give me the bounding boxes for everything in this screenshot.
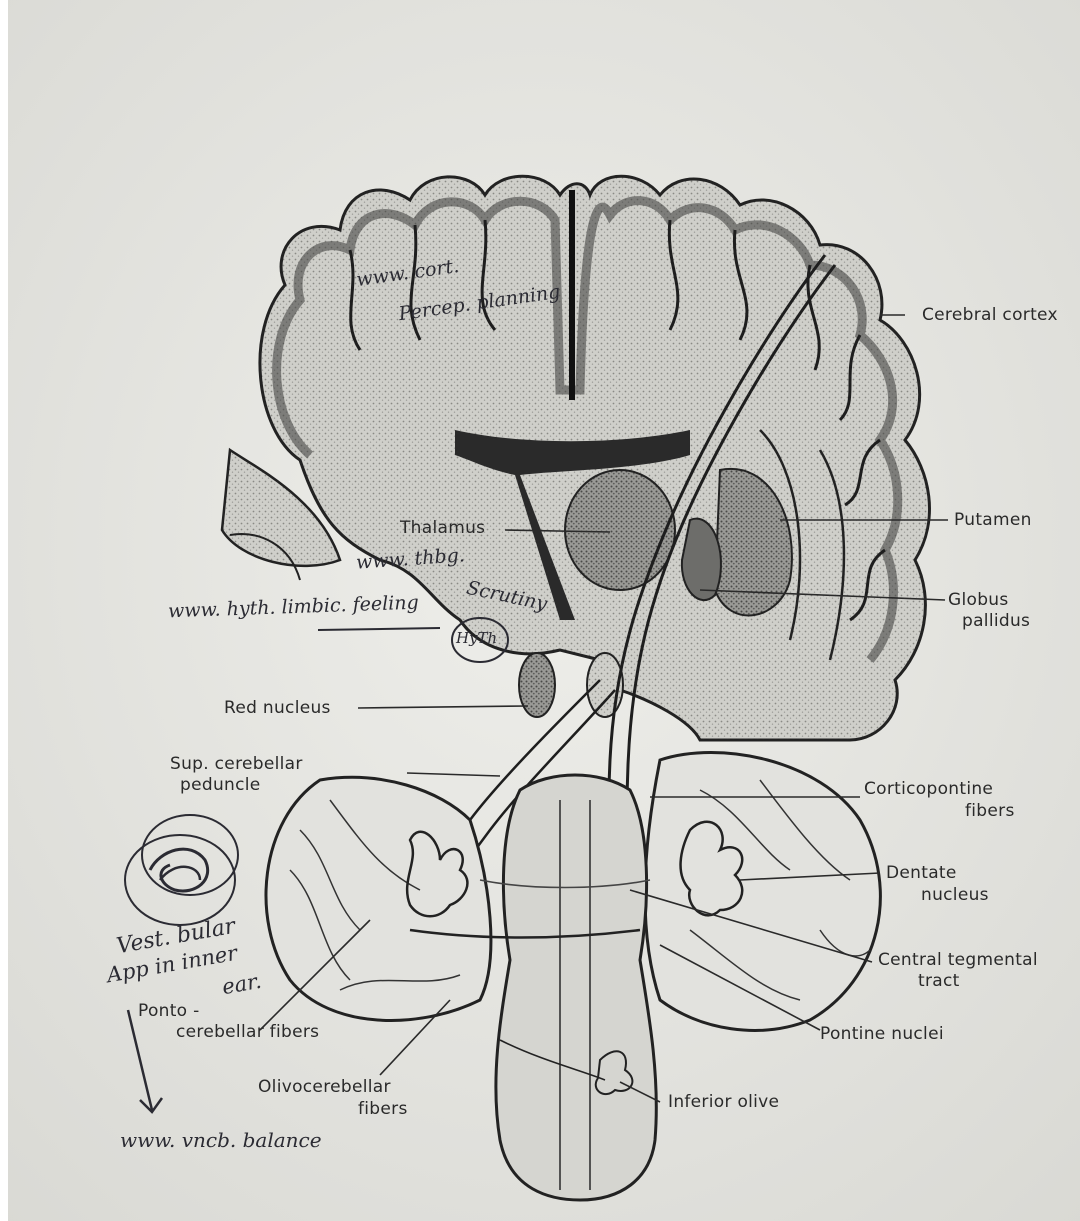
label-dentate-2: nucleus [921,885,989,906]
red-nucleus-left [519,653,555,717]
label-pontocerebellar-1: Ponto - [138,1001,200,1022]
label-sup-cerebellar-2: peduncle [180,775,261,796]
label-sup-cerebellar-1: Sup. cerebellar [170,754,303,775]
handwritten-balance-note: www. vncb. balance [120,1128,322,1152]
label-putamen: Putamen [954,510,1032,531]
label-pontocerebellar-2: cerebellar fibers [176,1022,319,1043]
label-globus-pallidus-2: pallidus [962,611,1030,632]
label-olivocerebellar-1: Olivocerebellar [258,1077,391,1098]
thalamus-shape [565,470,675,590]
label-cerebral-cortex: Cerebral cortex [922,305,1058,326]
label-corticopontine-1: Corticopontine [864,779,993,800]
label-central-tegmental-2: tract [918,971,960,992]
label-thalamus: Thalamus [400,518,485,539]
label-dentate-1: Dentate [886,863,957,884]
label-inferior-olive: Inferior olive [668,1092,779,1113]
label-central-tegmental-1: Central tegmental [878,950,1038,971]
handwritten-hyth-circle-text: HyTh [456,629,497,647]
brainstem [496,775,656,1200]
label-olivocerebellar-2: fibers [358,1099,408,1120]
label-pontine-nuclei: Pontine nuclei [820,1024,944,1045]
cerebellum-left [266,777,491,1020]
label-globus-pallidus-1: Globus [948,590,1009,611]
label-corticopontine-2: fibers [965,801,1015,822]
label-red-nucleus: Red nucleus [224,698,331,719]
